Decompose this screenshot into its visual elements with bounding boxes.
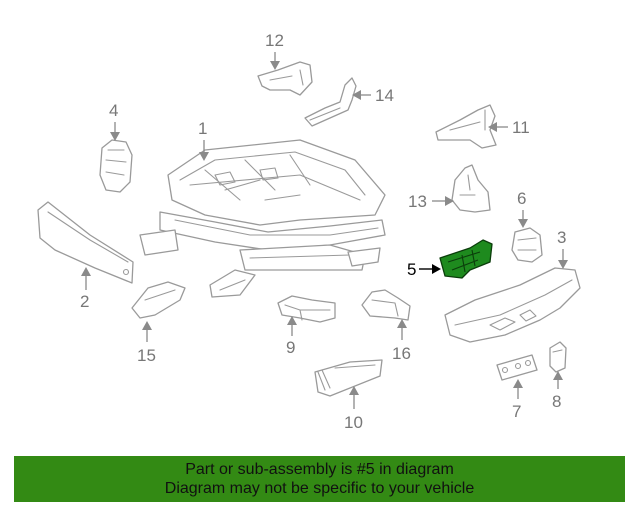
callout-label-8: 8 bbox=[552, 392, 561, 411]
callout-14: 14 bbox=[352, 86, 394, 105]
callout-label-2: 2 bbox=[80, 292, 89, 311]
callout-4: 4 bbox=[109, 101, 120, 141]
callout-label-5: 5 bbox=[407, 260, 416, 279]
callout-2: 2 bbox=[80, 267, 91, 311]
part-3-side-trim bbox=[444, 267, 581, 343]
callout-label-1: 1 bbox=[198, 119, 207, 138]
part-14-bracket bbox=[304, 77, 357, 127]
callout-label-12: 12 bbox=[265, 31, 284, 50]
part-6-knob bbox=[511, 227, 543, 263]
callout-3: 3 bbox=[557, 228, 568, 269]
callout-label-16: 16 bbox=[392, 344, 411, 363]
callout-15: 15 bbox=[137, 321, 156, 365]
callout-label-14: 14 bbox=[375, 86, 394, 105]
notice-banner: Part or sub-assembly is #5 in diagram Di… bbox=[14, 456, 625, 502]
callout-9: 9 bbox=[286, 316, 297, 357]
callout-label-10: 10 bbox=[344, 413, 363, 432]
callout-label-7: 7 bbox=[512, 402, 521, 421]
part-7-switch-bezel bbox=[496, 354, 538, 381]
banner-line-1: Part or sub-assembly is #5 in diagram bbox=[185, 461, 454, 478]
part-1-seat-frame bbox=[139, 139, 386, 298]
callout-8: 8 bbox=[552, 371, 563, 411]
callout-label-6: 6 bbox=[517, 189, 526, 208]
part-5-switch-highlighted bbox=[439, 239, 493, 279]
part-15-rail-cover bbox=[131, 281, 186, 319]
callout-10: 10 bbox=[344, 386, 363, 432]
banner-line-2: Diagram may not be specific to your vehi… bbox=[164, 480, 475, 497]
part-13-inner-cover bbox=[451, 164, 491, 213]
part-9-bracket bbox=[277, 295, 336, 323]
part-11-recliner-cover bbox=[435, 104, 497, 149]
part-10-storage-box bbox=[314, 359, 383, 397]
part-16-rail-cover bbox=[361, 289, 411, 321]
callout-label-13: 13 bbox=[408, 192, 427, 211]
callout-label-4: 4 bbox=[109, 101, 118, 120]
part-12-hinge-cover bbox=[257, 61, 313, 96]
callout-13: 13 bbox=[408, 192, 454, 211]
callout-label-11: 11 bbox=[512, 118, 530, 137]
callout-1: 1 bbox=[198, 119, 209, 161]
callout-7: 7 bbox=[512, 379, 523, 421]
callout-16: 16 bbox=[392, 319, 411, 363]
callout-label-15: 15 bbox=[137, 346, 156, 365]
part-4-knob-cover bbox=[99, 139, 133, 193]
part-8-small-knob bbox=[549, 341, 567, 373]
part-2-side-cover bbox=[37, 201, 134, 284]
callout-5: 5 bbox=[407, 260, 441, 279]
callout-label-3: 3 bbox=[557, 228, 566, 247]
callout-12: 12 bbox=[265, 31, 284, 70]
callout-11: 11 bbox=[488, 118, 530, 137]
callout-6: 6 bbox=[517, 189, 528, 228]
callout-label-9: 9 bbox=[286, 338, 295, 357]
